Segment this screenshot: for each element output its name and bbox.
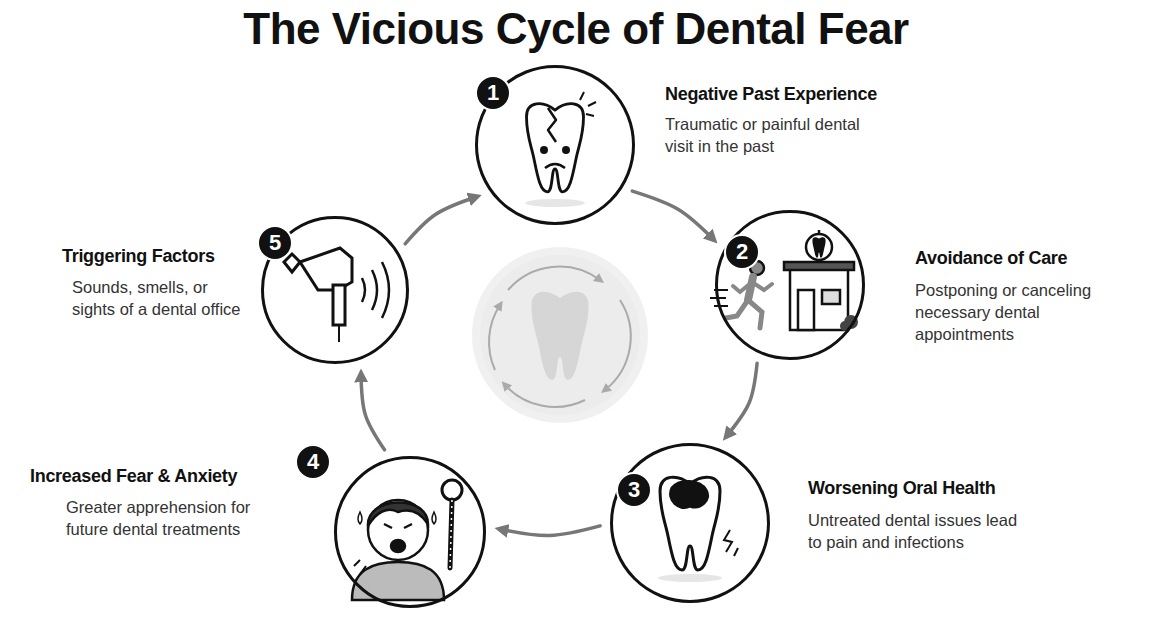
clinic-runner-icon	[710, 230, 858, 331]
center-emblem	[472, 247, 648, 423]
cycle-arrow	[726, 363, 757, 436]
stage-circle: Worsening Oral HealthUntreated dental is…	[610, 443, 770, 603]
stage-description: Postponing or canceling necessary dental…	[915, 280, 1140, 345]
cycle-arrow	[361, 374, 384, 450]
stage-circle: Avoidance of CarePostponing or canceling…	[715, 210, 865, 360]
circle-border	[336, 458, 485, 607]
circle-outline	[610, 443, 770, 603]
stage-description: Traumatic or painful dental visit in the…	[665, 114, 865, 158]
stage-circle: Increased Fear & AnxietyGreater apprehen…	[334, 456, 486, 608]
circle-outline	[715, 210, 865, 360]
callout-number: 2	[724, 234, 760, 270]
stage-heading: Avoidance of Care	[915, 248, 1067, 269]
cycle-arrow	[500, 526, 600, 536]
cycle-arrow	[632, 191, 713, 239]
stage-heading: Negative Past Experience	[665, 84, 877, 105]
stage-description: Untreated dental issues lead to pain and…	[808, 510, 1023, 554]
cycle-arrow	[405, 197, 476, 244]
stage-heading: Worsening Oral Health	[808, 478, 995, 499]
cracked-tooth-icon	[525, 92, 596, 207]
callout-number: 1	[475, 75, 511, 111]
anxious-person-icon	[352, 480, 462, 600]
callout-number: 5	[257, 225, 293, 261]
stage-description: Greater apprehension for future dental t…	[66, 497, 266, 541]
stage-heading: Increased Fear & Anxiety	[30, 466, 237, 487]
callout-number: 3	[616, 472, 652, 508]
diagram-title: The Vicious Cycle of Dental Fear	[0, 4, 1152, 54]
dental-drill-icon	[284, 248, 389, 342]
decayed-tooth-icon	[658, 477, 738, 582]
circle-border	[717, 212, 864, 359]
circle-outline	[334, 456, 486, 608]
stage-heading: Triggering Factors	[62, 246, 215, 267]
circle-border	[612, 445, 769, 602]
stage-description: Sounds, smells, or sights of a dental of…	[72, 277, 242, 321]
callout-number: 4	[295, 444, 331, 480]
